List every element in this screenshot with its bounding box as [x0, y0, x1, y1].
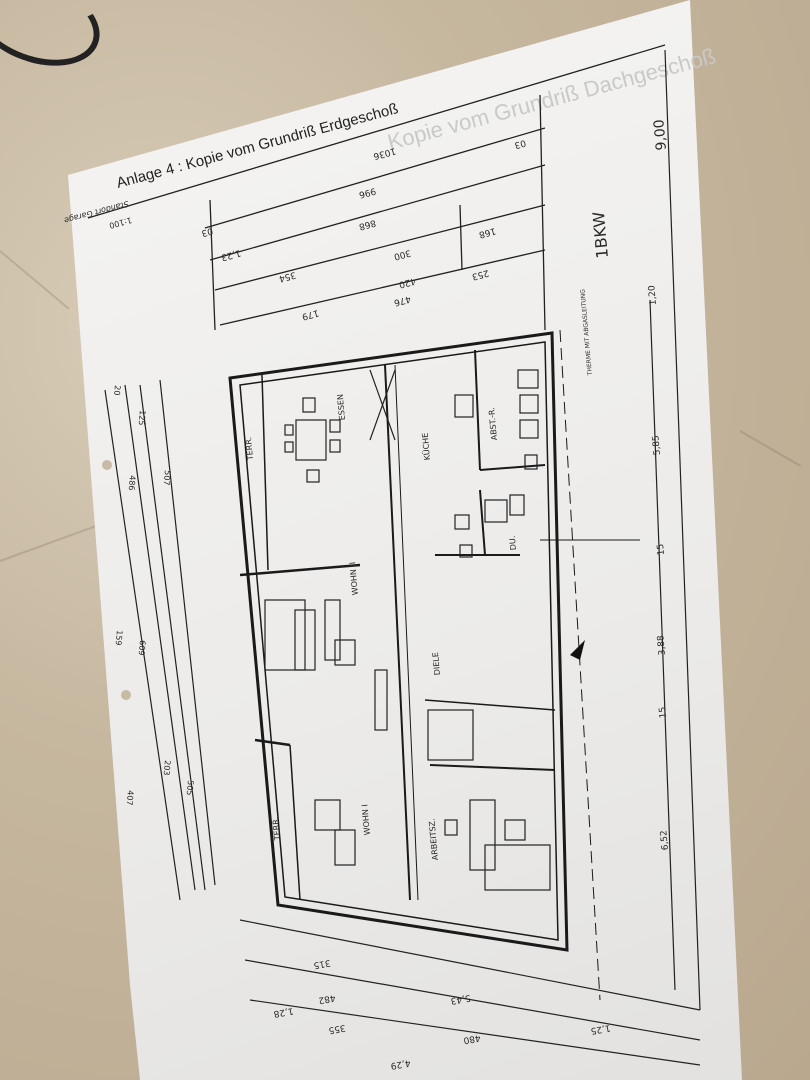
scale-value: 1:100 — [108, 215, 133, 230]
dim-label: 03 — [513, 137, 527, 150]
dim-label: 20 — [112, 385, 122, 396]
punch-hole — [121, 690, 131, 700]
room-labels: TERR. ESSEN KÜCHE ABST.-R. DU. WOHN II D… — [244, 394, 518, 861]
building-walls — [228, 329, 640, 1001]
north-arrow-icon — [570, 640, 585, 660]
dim-label: 1036 — [372, 145, 397, 161]
dim-label: 6,52 — [659, 830, 671, 851]
dim-label: 159 — [114, 630, 124, 646]
dim-label: 5,43 — [450, 992, 471, 1005]
dimension-labels-right: 5,85 3,88 6,52 1,20 15 15 — [647, 285, 671, 851]
furniture — [264, 369, 551, 891]
dim-label: 4,29 — [389, 1057, 411, 1070]
dim-label: 355 — [328, 1022, 347, 1035]
room-label-abstellraum: ABST.-R. — [487, 407, 499, 441]
room-label-terr-2: TERR. — [271, 817, 282, 842]
dim-label: 354 — [277, 269, 296, 283]
dim-label: 868 — [357, 217, 376, 231]
dim-label: 315 — [313, 957, 332, 970]
dimension-lines-left — [104, 379, 216, 901]
room-label-dusche: DU. — [508, 535, 518, 550]
room-label-arbeitszimmer: ARBEITSZ. — [427, 818, 440, 861]
room-label-essen: ESSEN — [336, 394, 347, 421]
dim-label: 03 — [200, 225, 214, 238]
dim-label: 507 — [162, 470, 172, 486]
dim-label: 3,88 — [656, 635, 668, 656]
dim-label: 480 — [462, 1032, 481, 1045]
dim-label: 125 — [137, 410, 147, 426]
dim-label: 1,23 — [220, 247, 242, 262]
dim-label: 609 — [137, 640, 147, 656]
unit-label: 1BKW — [589, 211, 612, 260]
room-label-wohn-i: WOHN I — [360, 804, 372, 836]
dim-label: 420 — [397, 275, 416, 289]
dimension-lines-bottom — [239, 919, 701, 1066]
dim-label: 476 — [392, 293, 411, 307]
dim-label: 203 — [162, 760, 172, 776]
dim-label: 486 — [127, 475, 137, 491]
dim-label: 1,20 — [647, 285, 659, 306]
dim-label: 168 — [477, 225, 496, 239]
room-label-terr: TERR. — [244, 437, 255, 462]
punch-hole — [102, 460, 112, 470]
dimension-labels-bottom: 4,29 480 5,43 355 482 315 1,28 1,25 — [272, 957, 611, 1070]
dimension-labels-left: 407 486 159 609 507 203 505 125 20 — [112, 385, 195, 806]
dimension-lines-right — [649, 49, 701, 1011]
room-label-kueche: KÜCHE — [420, 432, 432, 460]
dim-label: 407 — [125, 790, 135, 806]
room-label-diele: DIELE — [431, 652, 442, 676]
room-label-wohn-ii: WOHN II — [348, 561, 360, 595]
dimension-lines-top — [87, 44, 666, 331]
dim-label: 15 — [658, 706, 669, 718]
heating-note: THERME MIT ABGASLEITUNG — [579, 288, 594, 376]
dim-label: 482 — [318, 992, 337, 1005]
dim-label: 1,28 — [272, 1005, 294, 1018]
dimension-labels-top: 1036 996 868 03 03 168 300 354 420 476 2… — [200, 137, 527, 321]
dim-label: 300 — [392, 247, 411, 261]
total-width: 9,00 — [651, 119, 670, 151]
dim-label: 15 — [656, 543, 667, 555]
dim-label: 996 — [357, 185, 376, 199]
document-title: Anlage 4 : Kopie vom Grundriß Erdgeschoß — [115, 100, 400, 192]
dim-label: 179 — [300, 307, 319, 321]
dim-label: 253 — [471, 267, 490, 281]
dim-label: 505 — [185, 780, 195, 796]
dim-label: 5,85 — [651, 435, 663, 456]
dim-label: 1,25 — [590, 1022, 611, 1035]
